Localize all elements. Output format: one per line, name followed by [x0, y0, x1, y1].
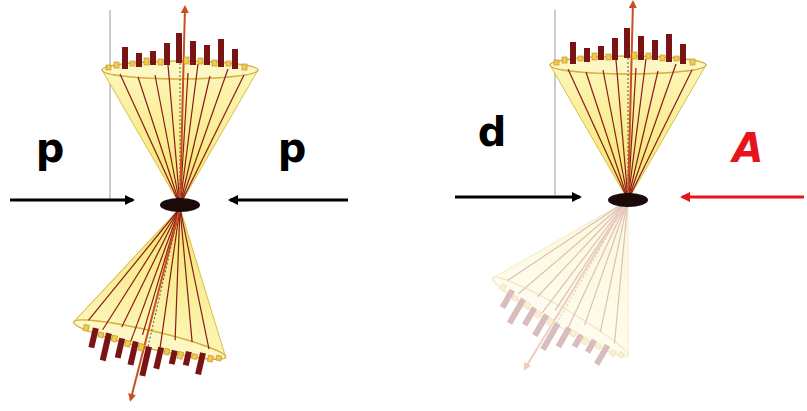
- lower-jet: [59, 190, 256, 411]
- upper-jet: [550, 2, 706, 200]
- nucleus-beam-arrow: [682, 196, 804, 199]
- beam-label: p: [278, 128, 307, 168]
- guide-line: [555, 10, 556, 195]
- guide-line: [110, 10, 111, 200]
- collision-point: [608, 193, 648, 207]
- upper-jet: [102, 7, 258, 205]
- beam-label: A: [733, 128, 764, 168]
- collision-point: [160, 198, 200, 212]
- beam-label: d: [478, 112, 507, 152]
- beam-arrow: [230, 199, 348, 202]
- beam-arrow: [455, 196, 580, 199]
- beam-arrow: [10, 199, 133, 202]
- beam-label: p: [36, 128, 65, 168]
